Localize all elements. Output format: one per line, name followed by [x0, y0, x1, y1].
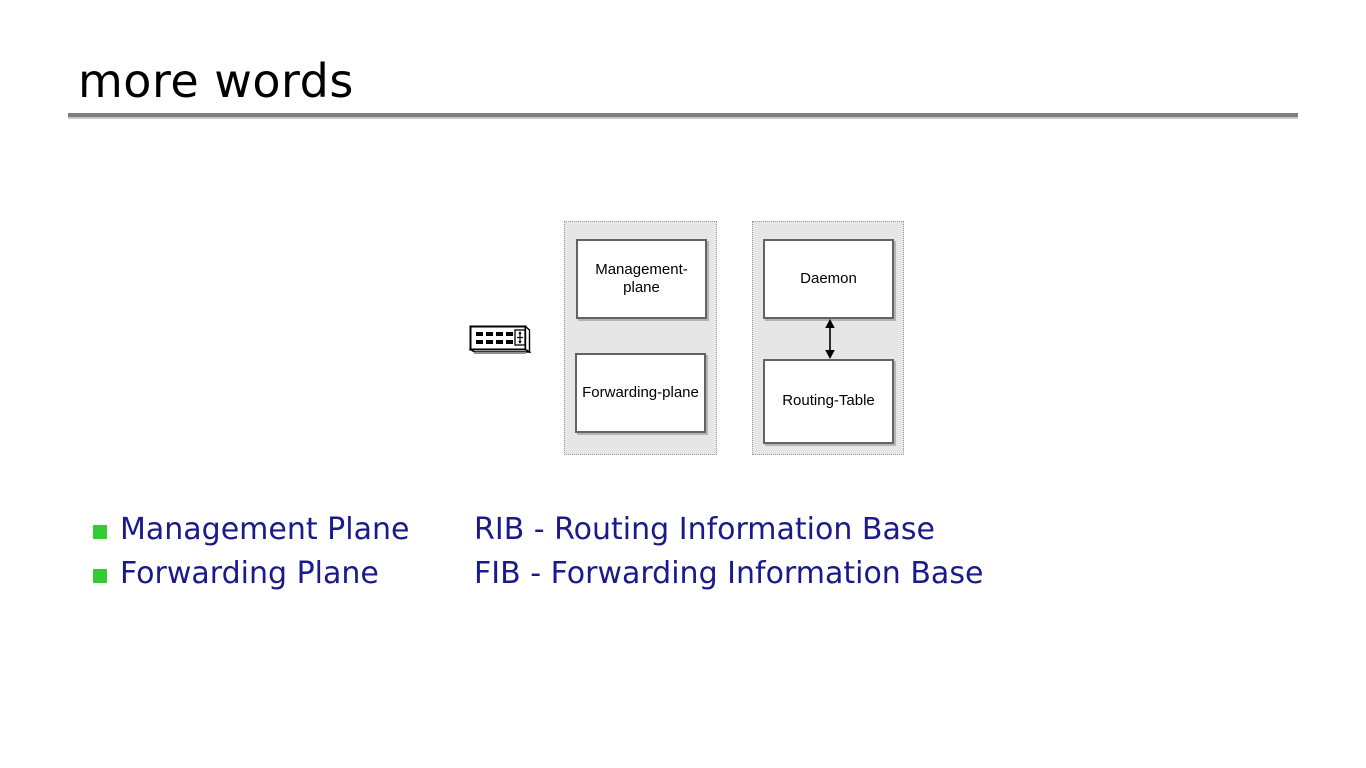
management-plane-label: Management-plane: [595, 260, 688, 296]
router-planes-panel: Management-plane Forwarding-plane: [564, 221, 717, 455]
title-divider-light-line: [68, 117, 1298, 119]
list-item: RIB - Routing Information Base: [474, 508, 983, 552]
page-title: more words: [78, 54, 354, 108]
acronym-label-rib: RIB - Routing Information Base: [474, 512, 935, 547]
management-plane-box: Management-plane: [576, 239, 707, 319]
plane-bullet-list: Management Plane Forwarding Plane: [93, 508, 493, 596]
network-switch-icon: [468, 324, 532, 357]
bullet-label-management-plane: Management Plane: [120, 512, 410, 547]
list-item: FIB - Forwarding Information Base: [474, 552, 983, 596]
acronym-list: RIB - Routing Information Base FIB - For…: [474, 508, 983, 596]
daemon-routing-table-arrow: [821, 319, 839, 359]
acronym-label-fib: FIB - Forwarding Information Base: [474, 556, 984, 591]
control-internals-panel: Daemon Routing-Table: [752, 221, 904, 455]
routing-table-label: Routing-Table: [782, 392, 875, 410]
title-divider-dark-line: [68, 113, 1298, 117]
list-item: Management Plane: [93, 508, 493, 552]
routing-table-box: Routing-Table: [763, 359, 894, 444]
square-bullet-icon: [93, 568, 107, 583]
square-bullet-icon: [93, 524, 107, 539]
daemon-box: Daemon: [763, 239, 894, 319]
bullet-label-forwarding-plane: Forwarding Plane: [120, 556, 379, 591]
forwarding-plane-box: Forwarding-plane: [575, 353, 706, 433]
daemon-label: Daemon: [800, 269, 857, 287]
list-item: Forwarding Plane: [93, 552, 493, 596]
title-divider: [68, 113, 1298, 119]
forwarding-plane-label: Forwarding-plane: [582, 383, 699, 401]
